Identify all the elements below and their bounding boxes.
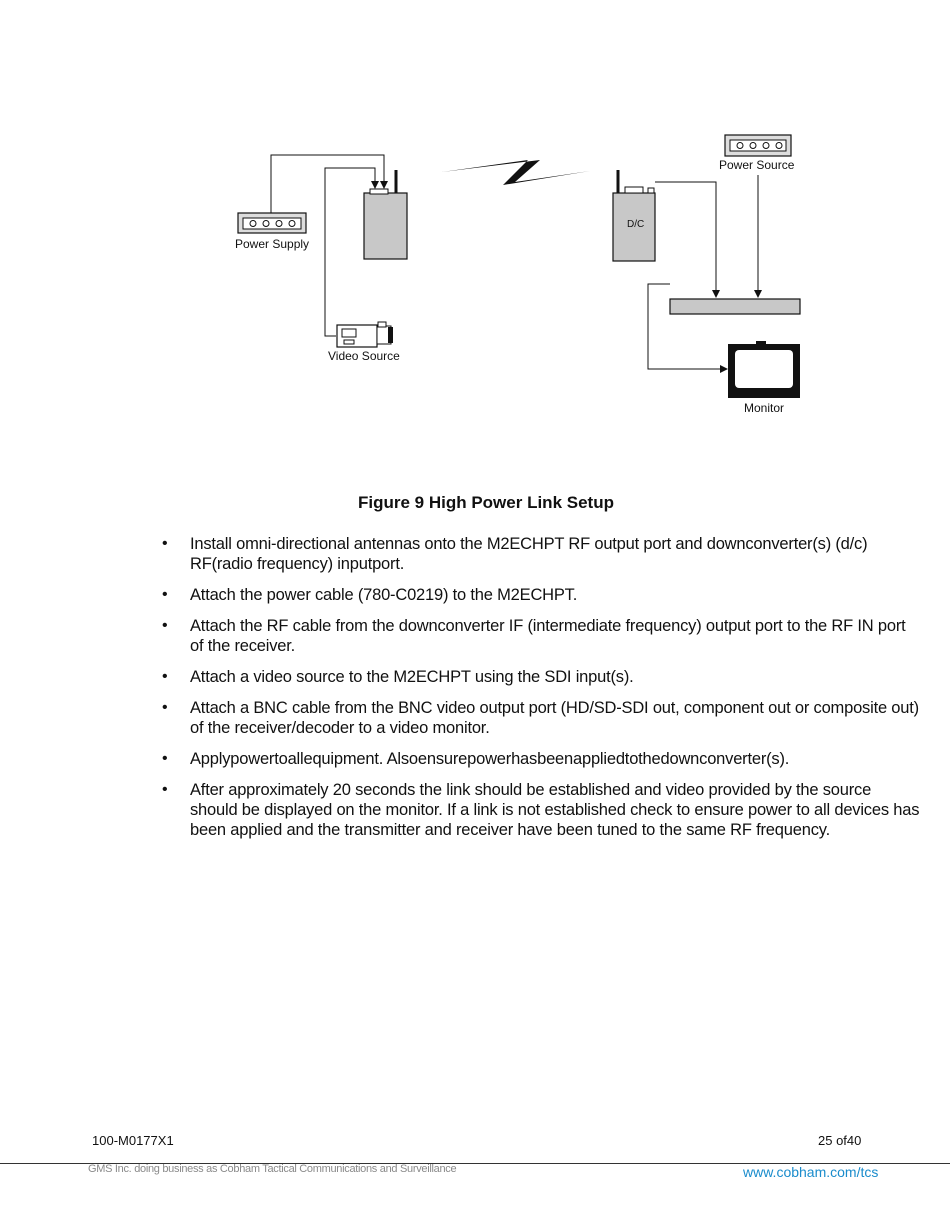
bullet-icon: • [162, 668, 168, 685]
step-text: Attach a video source to the M2ECHPT usi… [190, 668, 634, 686]
link-setup-diagram: Power Supply Video Source D/C Power Sour… [235, 134, 801, 415]
page-number: 25 of40 [818, 1133, 862, 1148]
list-item: • Attach the RF cable from the downconver… [160, 616, 920, 656]
list-item: • Attach the power cable (780-C0219) to t… [160, 585, 920, 605]
wireless-link-icon [442, 160, 590, 185]
bullet-icon: • [162, 750, 168, 767]
downconverter-icon [612, 170, 656, 262]
monitor-label: Monitor [744, 401, 784, 415]
transmitter-icon [363, 170, 408, 260]
monitor-icon [728, 341, 800, 398]
step-text: Install omni-directional antennas onto t… [190, 535, 868, 573]
bullet-icon: • [162, 699, 168, 716]
step-text: After approximately 20 seconds the link … [190, 781, 920, 839]
document-number: 100-M0177X1 [92, 1133, 174, 1148]
footer-divider [0, 1163, 950, 1164]
power-cable-line [270, 154, 388, 213]
step-text: Attach a BNC cable from the BNC video ou… [190, 699, 919, 737]
list-item: • Applypowertoallequipment. Alsoensurepow… [160, 749, 920, 769]
video-camera-icon [336, 321, 393, 348]
video-source-label: Video Source [328, 349, 400, 363]
power-source-label: Power Source [719, 158, 795, 172]
if-cable-line [655, 181, 720, 298]
setup-steps-list: • Install omni-directional antennas onto … [160, 534, 920, 851]
list-item: • Attach a BNC cable from the BNC video o… [160, 698, 920, 738]
dc-label: D/C [627, 219, 644, 230]
bullet-icon: • [162, 535, 168, 552]
power-source-icon [724, 134, 792, 157]
bullet-icon: • [162, 586, 168, 603]
power-supply-label: Power Supply [235, 237, 309, 251]
step-text: Attach the power cable (780-C0219) to th… [190, 586, 578, 604]
website-link[interactable]: www.cobham.com/tcs [743, 1164, 879, 1180]
power-supply-icon [237, 212, 307, 234]
video-cable-line [324, 167, 379, 337]
list-item: • After approximately 20 seconds the link… [160, 780, 920, 840]
list-item: • Attach a video source to the M2ECHPT us… [160, 667, 920, 687]
list-item: • Install omni-directional antennas onto … [160, 534, 920, 574]
company-line: GMS Inc. doing business as Cobham Tactic… [88, 1163, 457, 1175]
step-text: Applypowertoallequipment. Alsoensurepowe… [190, 750, 790, 768]
bullet-icon: • [162, 781, 168, 798]
bnc-cable-line [647, 283, 728, 373]
step-text: Attach the RF cable from the downconvert… [190, 617, 906, 655]
receiver-icon [669, 298, 801, 315]
figure-caption: Figure 9 High Power Link Setup [358, 493, 614, 512]
bullet-icon: • [162, 617, 168, 634]
